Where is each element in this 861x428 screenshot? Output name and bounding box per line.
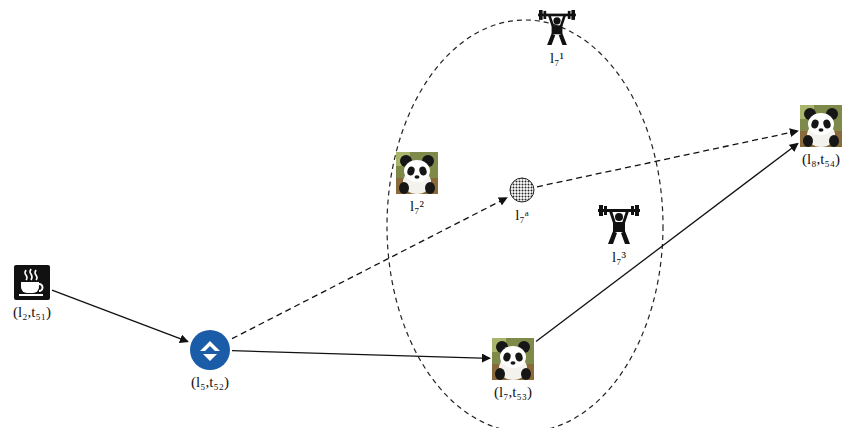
solid-arrow [536, 143, 798, 341]
location-label: (l₅,t₅₂) [191, 373, 229, 391]
panda-icon: l₇² [396, 152, 438, 194]
location-label: l₇¹ [550, 49, 564, 67]
gym-icon: l₇¹ [535, 10, 579, 46]
location-label: l₇² [410, 197, 424, 215]
panda-icon-graphic [492, 338, 534, 380]
location-label: l₇ᵃ [515, 206, 529, 224]
dashed-arrow [537, 131, 798, 187]
gym-icon: l₇³ [597, 205, 641, 245]
gym-icon-graphic [597, 205, 641, 245]
panda-icon-graphic [396, 152, 438, 194]
gym-icon-graphic [535, 10, 579, 46]
dashed-arrow [232, 198, 507, 339]
bank-icon: (l₅,t₅₂) [190, 330, 230, 370]
panda-icon: (l₇,t₅₃) [492, 338, 534, 380]
coffee-icon: (l₂,t₅₁) [14, 265, 50, 300]
location-label: (l₇,t₅₃) [494, 383, 532, 401]
region-ellipse [387, 20, 663, 428]
location-label: (l₈,t₅₄) [802, 150, 840, 168]
location-label: l₇³ [612, 248, 626, 266]
coffee-icon-graphic [14, 265, 50, 300]
location-label: (l₂,t₅₁) [13, 303, 51, 321]
solid-arrow [232, 351, 490, 359]
anchor-point-graphic [509, 177, 535, 203]
bank-icon-graphic [190, 330, 230, 370]
panda-icon: (l₈,t₅₄) [800, 105, 842, 147]
anchor-point: l₇ᵃ [509, 177, 535, 203]
solid-arrow [52, 290, 188, 342]
panda-icon-graphic [800, 105, 842, 147]
